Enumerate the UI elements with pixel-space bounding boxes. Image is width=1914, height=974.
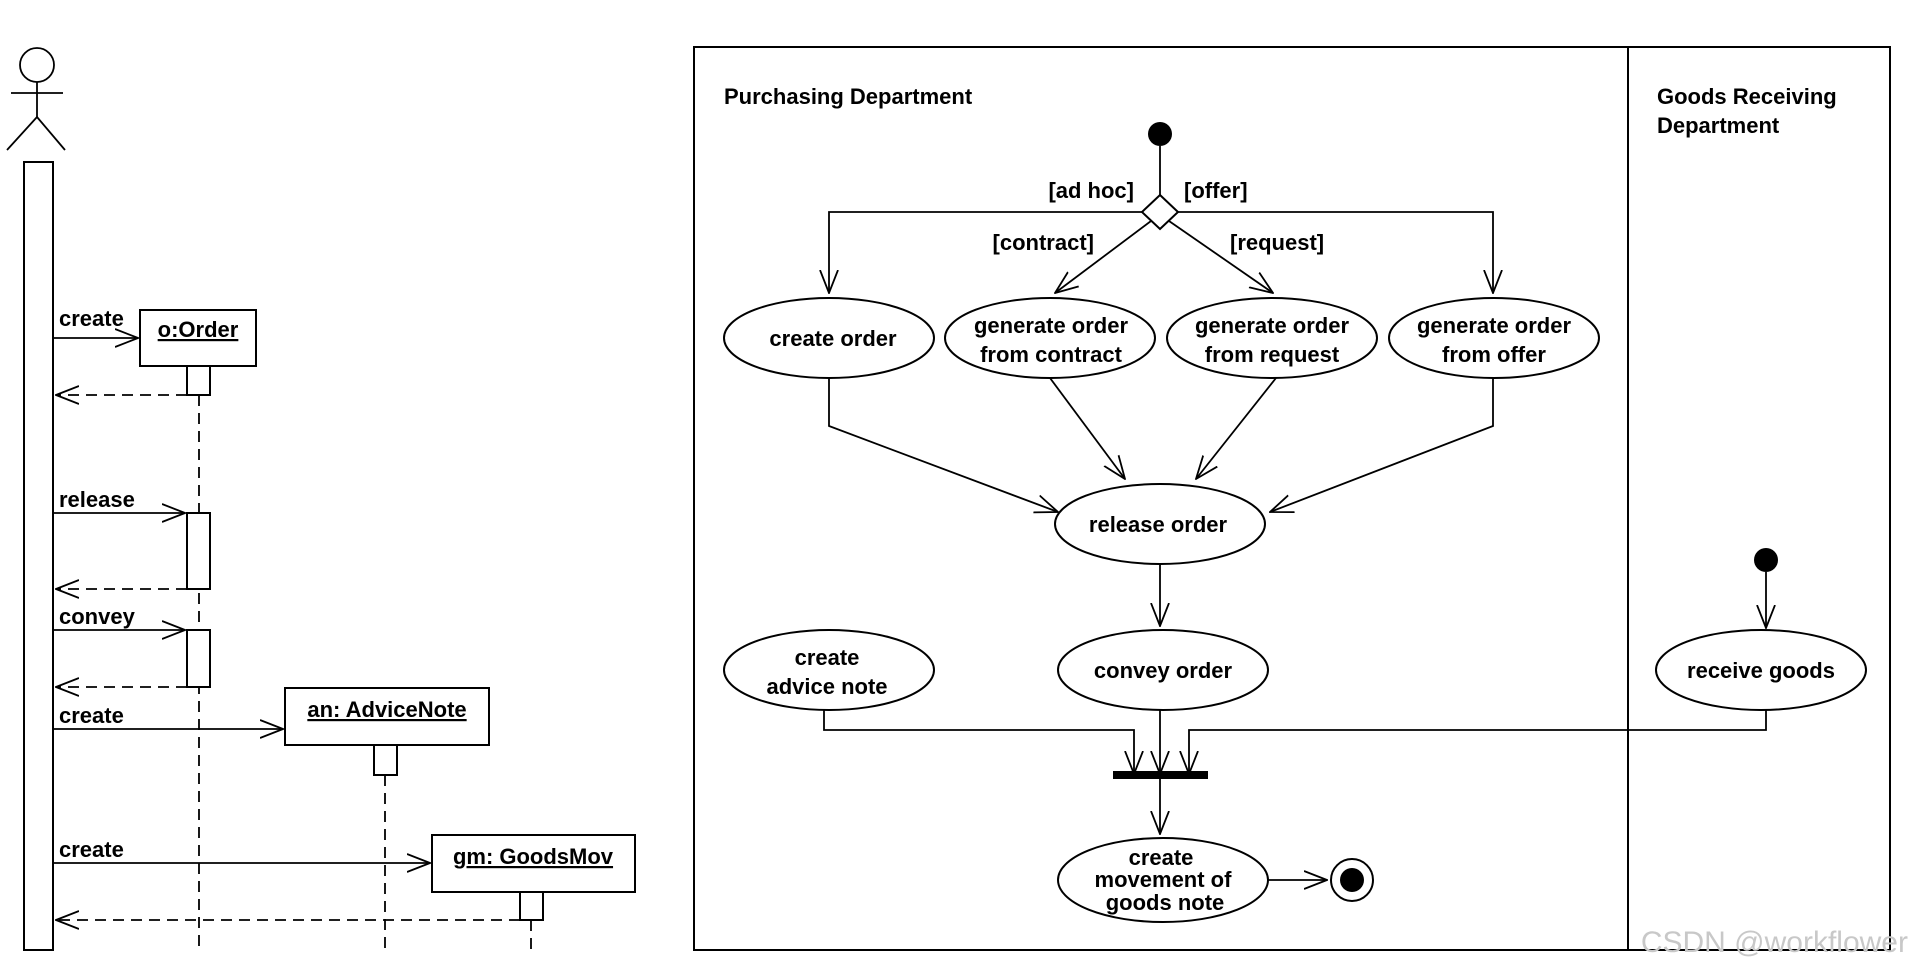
message-label: convey	[59, 604, 136, 629]
goodsmov-object: gm: GoodsMov	[431, 834, 636, 893]
activity-generate-from-request: generate order from request	[1166, 297, 1378, 379]
activity-label: generate order	[1417, 313, 1571, 338]
order-activation	[186, 629, 211, 688]
message-label: release	[59, 487, 135, 512]
activity-convey-order: convey order	[1057, 629, 1269, 711]
control-flow	[1189, 710, 1767, 774]
guard-label: [ad hoc]	[1048, 178, 1134, 203]
advicenote-object: an: AdviceNote	[284, 687, 490, 746]
goodsmov-activation	[519, 891, 544, 921]
activity-label: from request	[1205, 342, 1340, 367]
watermark: CSDN @workflower	[1641, 926, 1908, 959]
activity-create-order: create order	[723, 297, 935, 379]
guard-label: [contract]	[993, 230, 1094, 255]
activity-label: create order	[769, 326, 897, 351]
control-flow	[1168, 220, 1273, 293]
final-node	[1330, 858, 1374, 902]
swimlane-goods-receiving-title: Goods Receiving	[1657, 84, 1837, 109]
activity-receive-goods: receive goods	[1655, 629, 1867, 711]
actor-icon	[6, 47, 66, 151]
activity-label: release order	[1089, 512, 1228, 537]
activity-label: generate order	[974, 313, 1128, 338]
message-label: create	[59, 837, 124, 862]
activity-label: goods note	[1106, 890, 1225, 915]
activity-label: movement of	[1095, 867, 1233, 892]
decision-node	[1140, 193, 1180, 231]
control-flow	[1178, 211, 1493, 293]
advicenote-activation	[373, 744, 398, 776]
activity-diagram: Purchasing Department Goods Receiving De…	[693, 46, 1891, 951]
activity-label: create	[1129, 845, 1194, 870]
message-arrow: create	[53, 837, 430, 863]
activity-create-advice-note: create advice note	[723, 629, 935, 711]
join-bar	[1113, 771, 1208, 779]
message-arrow: release	[53, 487, 185, 513]
sequence-diagram: o:Order an: AdviceNote gm: GoodsMov crea…	[6, 47, 636, 951]
swimlane-goods-receiving-title: Department	[1657, 113, 1780, 138]
message-label: create	[59, 306, 124, 331]
control-flow	[1196, 377, 1277, 479]
activity-label: from offer	[1442, 342, 1546, 367]
control-flow	[1270, 378, 1494, 512]
control-flow	[1049, 377, 1125, 479]
order-object-label: o:Order	[158, 317, 239, 342]
activity-label: create	[795, 645, 860, 670]
message-arrow: convey	[53, 604, 185, 630]
guard-label: [offer]	[1184, 178, 1248, 203]
message-arrow: create	[53, 703, 283, 729]
swimlane-purchasing-title: Purchasing Department	[724, 84, 973, 109]
control-flow	[1055, 220, 1152, 293]
activity-label: convey order	[1094, 658, 1233, 683]
message-arrow: create	[53, 306, 138, 338]
activity-generate-from-contract: generate order from contract	[944, 297, 1156, 379]
initial-node	[1754, 548, 1778, 572]
guard-label: [request]	[1230, 230, 1324, 255]
activity-label: advice note	[766, 674, 887, 699]
initial-node	[1148, 122, 1172, 146]
activity-label: from contract	[980, 342, 1122, 367]
activity-generate-from-offer: generate order from offer	[1388, 297, 1600, 379]
control-flow	[823, 710, 1134, 774]
activity-label: receive goods	[1687, 658, 1835, 683]
activity-label: generate order	[1195, 313, 1349, 338]
order-activation	[186, 512, 211, 590]
control-flow	[829, 211, 1142, 293]
control-flow	[828, 378, 1058, 512]
activity-create-movement-note: create movement of goods note	[1057, 837, 1269, 923]
activity-release-order: release order	[1054, 483, 1266, 565]
advicenote-object-label: an: AdviceNote	[307, 697, 466, 722]
message-label: create	[59, 703, 124, 728]
swimlane-frame	[693, 46, 1891, 951]
order-object: o:Order	[139, 309, 257, 367]
goodsmov-object-label: gm: GoodsMov	[453, 844, 614, 869]
actor-activation-bar	[23, 161, 54, 951]
order-activation	[186, 365, 211, 396]
